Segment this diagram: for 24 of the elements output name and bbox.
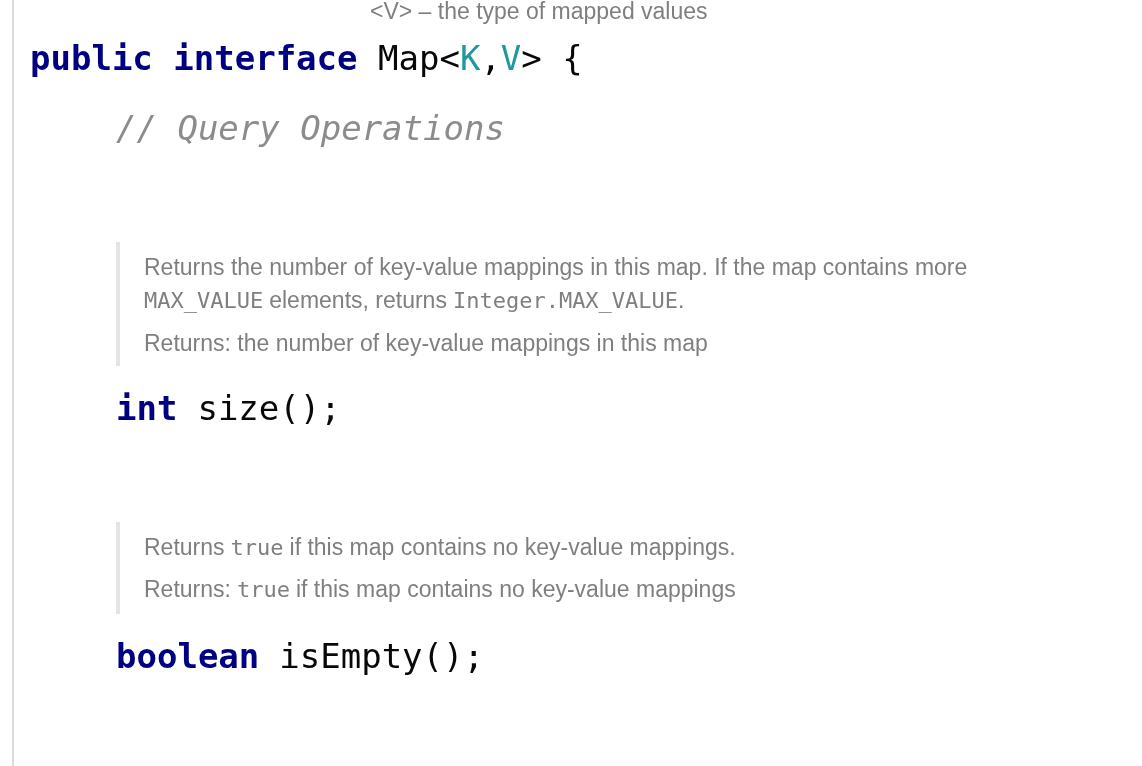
doc-text: Returns:	[144, 576, 231, 603]
keyword: boolean	[116, 636, 260, 676]
code-text: Map<	[378, 38, 460, 78]
doc-text: Returns	[144, 534, 225, 561]
type-parameter: K	[459, 38, 481, 78]
inline-code: Integer.MAX_VALUE	[452, 288, 679, 313]
inline-code: true	[230, 535, 284, 560]
inline-code: true	[236, 577, 290, 602]
doc-text: .	[678, 287, 685, 314]
doc-text: if this map contains no key-value mappings.	[289, 534, 736, 561]
doc-text: Returns the number of key-value mappings in this map. If the map contains more	[144, 254, 968, 281]
code-text: size();	[197, 388, 341, 428]
keyword: public interface	[30, 38, 358, 78]
doc-text: Returns: the number of key-value mappings in this map	[144, 330, 708, 357]
doc-text: <V> – the type of mapped values	[370, 0, 708, 25]
doc-text: elements, returns	[269, 287, 447, 314]
code-text: isEmpty();	[279, 636, 484, 676]
inline-code: MAX_VALUE	[144, 288, 264, 313]
keyword: int	[116, 388, 178, 428]
type-parameter: V	[500, 38, 522, 78]
doc-text: if this map contains no key-value mappings	[295, 576, 736, 603]
code-text: > {	[521, 38, 583, 78]
code-comment: // Query Operations	[116, 108, 505, 148]
code-text: ,	[480, 38, 501, 78]
